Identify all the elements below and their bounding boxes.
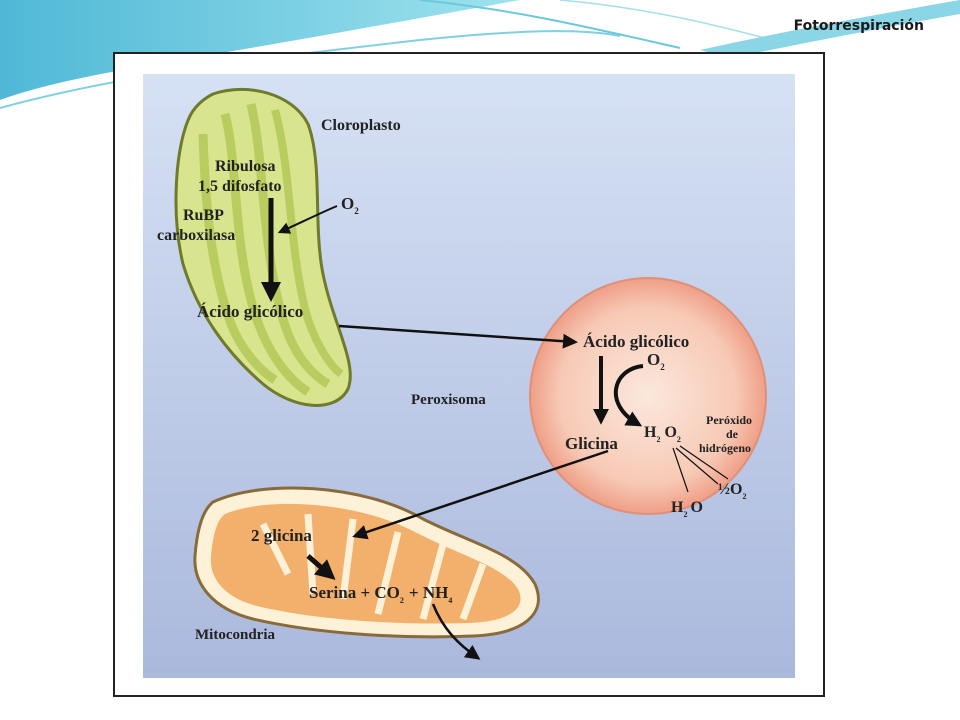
nh4-exit-arrow [431,603,481,660]
mitochondria-substrate: 2 glicina [251,526,312,545]
glycine-to-mitochondria-arrow [352,449,609,540]
mitochondria-label: Mitocondria [195,627,275,643]
ribulosa-line1: Ribulosa [215,158,275,175]
h2o2-to-o2-line-b [679,445,729,480]
h2o2-label-line2: de [726,427,739,441]
peroxisome-product: Glicina [565,434,618,453]
h2o2-to-o2-line [675,447,719,485]
photorespiration-diagram: Cloroplasto Ribulosa 1,5 difosfato O2 Ru… [143,74,795,678]
peroxisome-label: Peroxisoma [411,392,486,408]
h2o2-to-water-line [672,447,689,493]
chloroplast-o2: O2 [341,194,359,216]
h2o2-label-line3: hidrógeno [699,441,751,455]
mitochondria [193,486,540,639]
mitochondria-products: Serina + CO2+ NH4 [309,583,452,605]
slide-title: Fotorrespiración [793,18,924,34]
enzyme-line1: RuBP [183,207,224,224]
enzyme-line2: carboxilasa [157,227,235,244]
chloroplast-to-peroxisome-arrow [338,324,578,349]
half-o2-formula: ½O2 [718,481,746,501]
header-wave-decoration [0,0,960,109]
chloroplast-label: Cloroplasto [321,117,401,134]
peroxisome-o2: O2 [647,350,665,372]
peroxisome-substrate: Ácido glicólico [583,332,689,351]
o2-to-h2o2-arrow [613,364,644,427]
peroxisome [529,277,767,515]
glycine-to-serina-arrow [306,554,336,580]
chloroplast-product: Ácido glicólico [197,302,303,321]
o2-to-enzyme-arrow [277,205,338,234]
chloroplast [174,87,352,407]
ribulosa-line2: 1,5 difosfato [198,178,282,195]
h2o2-label-line1: Peróxido [706,413,752,427]
